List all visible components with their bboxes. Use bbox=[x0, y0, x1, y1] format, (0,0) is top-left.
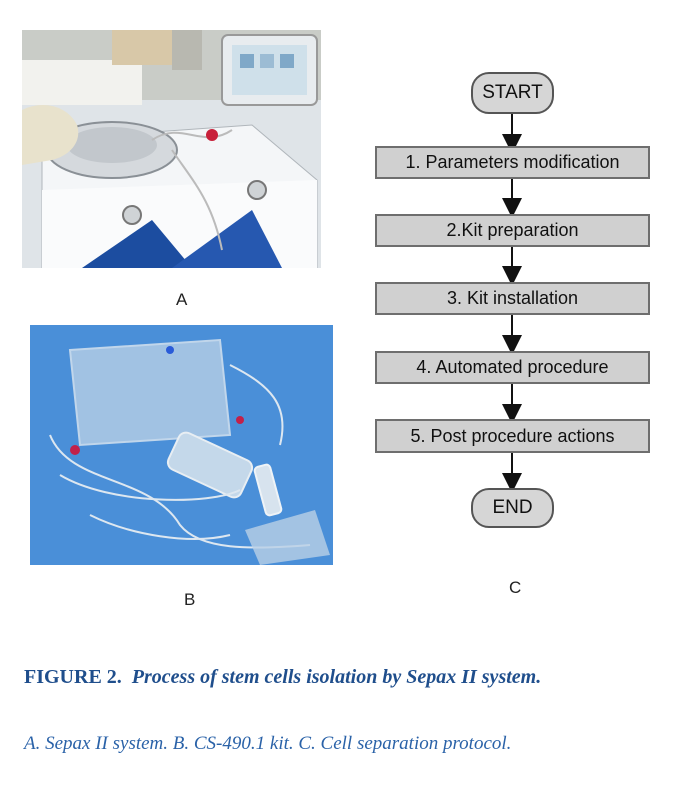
figure-caption-title: FIGURE 2. Process of stem cells isolatio… bbox=[24, 662, 656, 693]
kit-photo bbox=[30, 325, 333, 565]
figure-number: FIGURE 2. bbox=[24, 666, 122, 688]
flowchart-step-5: 5. Post procedure actions bbox=[375, 419, 650, 453]
panel-label-c: C bbox=[509, 578, 522, 597]
flowchart-step-4: 4. Automated procedure bbox=[375, 351, 650, 384]
figure-title: Process of stem cells isolation by Sepax… bbox=[131, 666, 542, 688]
figure-subcaption: A. Sepax II system. B. CS-490.1 kit. C. … bbox=[24, 733, 512, 754]
flowchart-connectors bbox=[502, 114, 522, 493]
flowchart-end: END bbox=[471, 488, 554, 528]
sepax-system-photo bbox=[22, 30, 321, 268]
flowchart-step-3: 3. Kit installation bbox=[375, 282, 650, 315]
flowchart-step-2: 2.Kit preparation bbox=[375, 214, 650, 247]
panel-label-a: A bbox=[176, 290, 188, 309]
cell-separation-flowchart: START 1. Parameters modification 2.Kit p… bbox=[360, 60, 660, 540]
panel-label-b: B bbox=[184, 590, 196, 609]
flowchart-start: START bbox=[471, 72, 554, 114]
flowchart-step-1: 1. Parameters modification bbox=[375, 146, 650, 179]
